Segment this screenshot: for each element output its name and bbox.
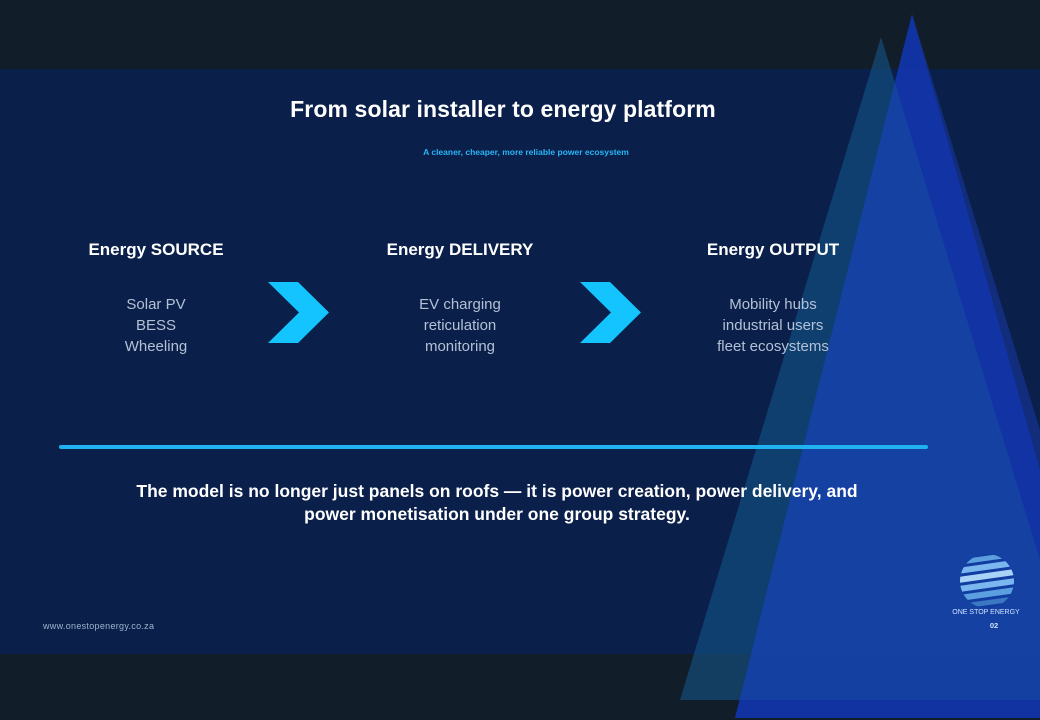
- column-heading-output: Energy OUTPUT: [706, 240, 840, 259]
- list-item: reticulation: [423, 317, 497, 334]
- list-item: industrial users: [722, 317, 824, 334]
- list-item: Mobility hubs: [729, 296, 817, 313]
- chevron-right-icon: [580, 282, 641, 343]
- column-list-source: Solar PV BESS Wheeling: [26, 294, 286, 357]
- list-item: Solar PV: [126, 296, 186, 313]
- list-item: EV charging: [419, 296, 501, 313]
- slide-title: From solar installer to energy platform: [290, 96, 716, 122]
- list-item: Wheeling: [124, 338, 188, 355]
- divider-line: [59, 445, 928, 449]
- chevron-right-icon: [268, 282, 329, 343]
- list-item: monitoring: [424, 338, 496, 355]
- list-item: fleet ecosystems: [717, 338, 829, 355]
- footer-url-link[interactable]: www.onestopenergy.co.za: [43, 621, 155, 631]
- brand-name: ONE STOP ENERGY: [952, 609, 1020, 616]
- column-list-delivery: EV charging reticulation monitoring: [330, 294, 590, 357]
- column-heading-source: Energy SOURCE: [88, 240, 224, 259]
- column-list-output: Mobility hubs industrial users fleet eco…: [643, 294, 903, 357]
- globe-logo-icon: [960, 554, 1014, 608]
- summary-statement: The model is no longer just panels on ro…: [90, 480, 904, 526]
- summary-line: The model is no longer just panels on ro…: [136, 481, 858, 501]
- triangle-front: [735, 14, 1040, 718]
- triangle-teal: [680, 37, 1040, 700]
- page-number: 02: [989, 621, 999, 630]
- slide-subtitle: A cleaner, cheaper, more reliable power …: [423, 147, 629, 157]
- column-heading-delivery: Energy DELIVERY: [386, 240, 534, 259]
- list-item: BESS: [135, 317, 177, 334]
- summary-line: power monetisation under one group strat…: [304, 504, 690, 524]
- top-band: [0, 0, 1040, 69]
